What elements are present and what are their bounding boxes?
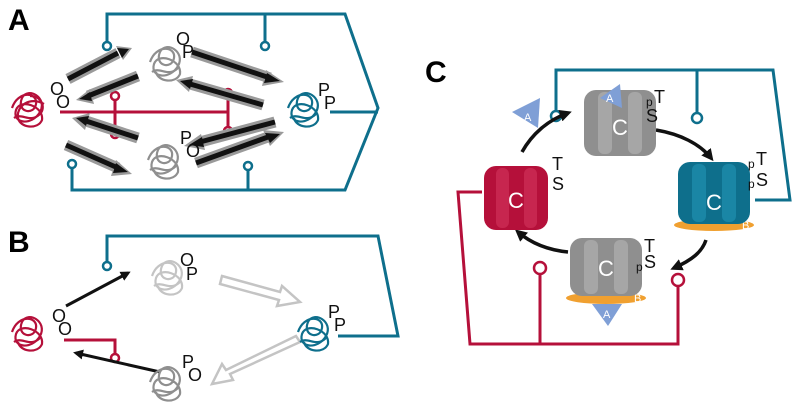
b-arrow-po-to-oo — [73, 349, 161, 374]
a-pp-label-bottom: P — [324, 93, 336, 113]
c-kaic-right: B C p T p S — [674, 149, 768, 232]
panel-c-red-network — [456, 190, 680, 346]
b-pp-label-bottom: P — [334, 315, 346, 335]
c-kaia-free-label: A — [524, 112, 532, 124]
arrow-op-to-oo — [76, 70, 141, 104]
c-kaic-left-letter: C — [508, 188, 524, 213]
b-arrow-pp-to-po — [209, 334, 302, 386]
panel-a-teal-network — [70, 12, 380, 192]
b-oo-label-bottom: O — [58, 319, 72, 339]
c-right-p2: p — [748, 177, 755, 191]
c-kaib-right-label: B — [742, 220, 749, 232]
b-pp-label-top: P — [328, 302, 340, 322]
panel-b-po-protein — [148, 366, 182, 402]
c-kaic-bottom-letter: C — [598, 256, 614, 281]
arrow-oo-to-op — [65, 46, 132, 84]
c-left-t: T — [552, 154, 563, 174]
c-top-t: T — [654, 87, 665, 107]
arrow-oo-to-po — [63, 139, 132, 176]
b-oo-label-top: O — [52, 306, 66, 326]
arrow-po-to-oo — [72, 113, 140, 144]
panel-b-oo-protein — [10, 316, 44, 352]
a-oo-label-top: O — [50, 79, 64, 99]
c-kaia-free: A — [512, 98, 540, 128]
panel-c-cycle-arrows — [514, 109, 714, 271]
a-op-label-top: O — [176, 29, 190, 49]
panel-a-teal-terminals — [66, 40, 271, 172]
panel-b-pp-protein — [296, 316, 330, 352]
panel-c-red-terminals — [532, 260, 686, 288]
c-kaia-bound-bottom-label: A — [603, 309, 611, 321]
panel-b-op-protein — [150, 260, 184, 296]
c-bottom-p: p — [636, 260, 643, 274]
panel-a-op-protein — [148, 46, 182, 82]
panel-b-red-network — [64, 338, 117, 354]
c-kaic-left: C T S — [484, 154, 564, 230]
c-kaic-right-letter: C — [706, 190, 722, 215]
panel-a-po-protein — [146, 144, 180, 180]
c-arrow-red-to-top — [520, 109, 572, 153]
c-right-s: S — [756, 170, 768, 190]
panel-b: B — [8, 226, 400, 402]
panel-b-teal-network — [105, 234, 400, 338]
a-po-label-top: P — [180, 128, 192, 148]
panel-c-teal-network — [554, 68, 792, 202]
arrow-op-to-pp — [190, 46, 284, 86]
panel-a-pp-protein — [286, 92, 320, 128]
c-left-s: S — [552, 174, 564, 194]
a-oo-label-bottom: O — [56, 92, 70, 112]
arrow-pp-to-op — [176, 76, 265, 111]
c-top-p1: p — [646, 95, 653, 109]
panel-a: A — [8, 4, 380, 192]
c-bottom-s: S — [644, 252, 656, 272]
c-arrow-top-to-teal — [655, 128, 714, 162]
arrow-pp-to-po — [184, 116, 277, 150]
b-po-label-top: P — [182, 352, 194, 372]
c-arrow-bottom-to-red — [514, 229, 569, 254]
c-kaib-bottom-label: B — [634, 293, 641, 305]
b-op-label-bottom: P — [186, 264, 198, 284]
b-arrow-oo-to-op — [65, 271, 131, 308]
c-kaia-bound-bottom — [592, 304, 622, 326]
arrow-po-to-pp — [194, 130, 284, 169]
panel-a-oo-protein — [10, 92, 45, 128]
panel-a-transition-arrows — [63, 46, 284, 176]
a-pp-label-top: P — [318, 80, 330, 100]
panel-c-label: C — [425, 56, 447, 89]
c-kaic-top: A C p T S — [584, 84, 665, 156]
c-right-t: T — [756, 149, 767, 169]
c-kaia-bound-top — [600, 84, 622, 108]
panel-a-label: A — [8, 4, 30, 37]
b-arrow-op-to-pp — [218, 274, 303, 308]
c-right-p1: p — [748, 157, 755, 171]
b-po-label-bottom: O — [188, 365, 202, 385]
c-top-s: S — [646, 106, 658, 126]
a-po-label-bottom: O — [186, 141, 200, 161]
b-teal-terminal — [101, 260, 113, 272]
panel-c: C A — [425, 56, 792, 346]
c-kaia-bound-top-label: A — [606, 93, 614, 105]
c-kaic-bottom: B A C T p S — [566, 236, 656, 326]
panel-b-label: B — [8, 226, 30, 259]
c-arrow-teal-to-bottom — [670, 239, 708, 271]
b-op-label-top: O — [180, 250, 194, 270]
c-kaic-top-letter: C — [612, 115, 628, 140]
c-bottom-t: T — [644, 236, 655, 256]
a-op-label-bottom: P — [182, 42, 194, 62]
